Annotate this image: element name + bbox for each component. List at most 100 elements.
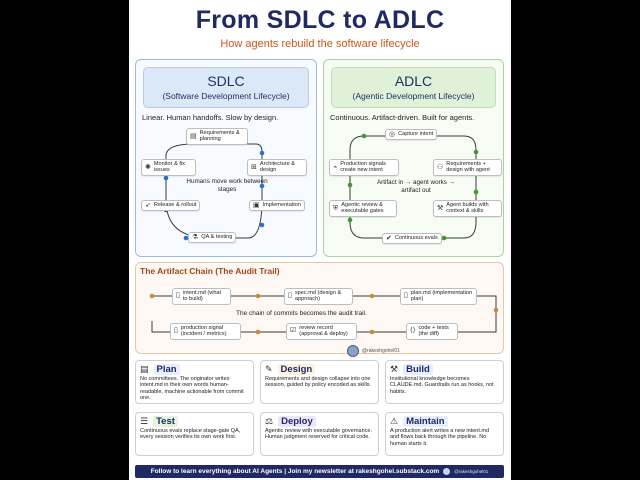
- sdlc-node-release: ➶ Release & rollout: [141, 200, 201, 211]
- check-circle-icon: ✔: [386, 235, 392, 242]
- artifact-chain-panel: The Artifact Chain (The Audit Trail) ▯ i…: [135, 262, 504, 354]
- chain-dot: [255, 293, 261, 299]
- card-text: Requirements and design collapse into on…: [265, 376, 372, 389]
- chain-node-intent: ▯ intent.md (what to build): [172, 288, 231, 305]
- chain-node-spec: ▯ spec.md (design & approach): [284, 288, 353, 305]
- maintain-icon: ⚠: [390, 415, 399, 426]
- adlc-dot: [473, 189, 479, 195]
- target-icon: ◎: [389, 131, 396, 138]
- chain-dot: [255, 329, 261, 335]
- adlc-node-signals: ⌁ Production signals create new intent: [329, 159, 400, 176]
- card-text: A production alert writes a new intent.m…: [390, 428, 490, 447]
- code-icon: ⟨⟩: [410, 327, 416, 335]
- file-icon: ▯: [288, 292, 292, 300]
- card-text: Agentic review with executable governanc…: [265, 428, 373, 441]
- sdlc-center-note: Humans move work between stages: [186, 178, 268, 193]
- chain-node-plan: ▯ plan.md (implementation plan): [400, 288, 477, 305]
- avatar: [443, 468, 451, 475]
- signal-icon: ⌁: [333, 163, 338, 171]
- card-text: Continuous evals replace stage-gate QA, …: [140, 428, 241, 441]
- adlc-title: ADLC: [394, 73, 433, 89]
- adlc-loop: [347, 133, 479, 241]
- adlc-dot: [361, 133, 367, 139]
- chain-node-code: ⟨⟩ code + tests (the diff): [406, 323, 459, 340]
- sdlc-dot: [183, 235, 189, 241]
- page-subtitle: How agents rebuild the software lifecycl…: [220, 38, 420, 50]
- sdlc-tagline: Linear. Human handoffs. Slow by design.: [142, 113, 279, 122]
- chain-dot: [369, 329, 375, 335]
- footer-banner[interactable]: Follow to learn everything about AI Agen…: [135, 465, 504, 478]
- people-icon: ⚇: [437, 163, 444, 171]
- sdlc-node-monitor: ✺ Monitor & fix issues: [141, 159, 196, 176]
- deploy-icon: ⚖: [265, 415, 274, 426]
- sdlc-dot: [259, 183, 265, 189]
- adlc-title-box: ADLC (Agentic Development Lifecycle): [331, 67, 496, 108]
- chain-dot: [493, 307, 499, 313]
- file-icon: ▯: [404, 292, 408, 300]
- adlc-panel: ADLC (Agentic Development Lifecycle) Con…: [323, 59, 504, 257]
- build-icon: ⚒: [437, 204, 444, 212]
- card-title: Design: [277, 363, 316, 375]
- adlc-node-requirements: ⚇ Requirements + design with agent: [433, 159, 503, 176]
- adlc-tagline: Continuous. Artifact-driven. Built for a…: [330, 113, 475, 122]
- diagram-icon: ⊞: [251, 163, 257, 171]
- file-icon: ▯: [176, 292, 180, 300]
- chain-path: [149, 293, 499, 335]
- shield-icon: ⛨: [333, 204, 339, 212]
- avatar: [347, 345, 359, 357]
- chain-dot: [149, 293, 155, 299]
- chain-note: The chain of commits becomes the audit t…: [236, 310, 367, 317]
- card-header: ▤Plan: [140, 363, 249, 375]
- chain-dot: [369, 293, 375, 299]
- test-tube-icon: ⚗: [192, 234, 199, 241]
- adlc-node-review: ⛨ Agentic review & executable gates: [329, 200, 398, 217]
- sdlc-title-box: SDLC (Software Development Lifecycle): [143, 67, 309, 108]
- card-header: ✎ Design: [265, 363, 374, 375]
- card-title: Test: [153, 415, 178, 427]
- sdlc-dot: [163, 175, 169, 181]
- adlc-dot: [441, 235, 447, 241]
- card-title: Deploy: [278, 415, 316, 427]
- chain-node-review: ☑ review record (approval & deploy): [286, 323, 358, 340]
- sdlc-panel: SDLC (Software Development Lifecycle) Li…: [135, 59, 317, 257]
- card-header: ☰ Test: [140, 415, 249, 427]
- adlc-dot: [473, 149, 479, 155]
- card-text: Institutional knowledge becomes CLAUDE.m…: [390, 376, 494, 395]
- adlc-full-name: (Agentic Development Lifecycle): [352, 91, 475, 101]
- adlc-dot: [347, 182, 353, 188]
- infographic-page: From SDLC to ADLC How agents rebuild the…: [129, 0, 511, 480]
- sdlc-node-implementation: ▣ Implementation: [249, 200, 305, 211]
- sdlc-title: SDLC: [207, 73, 245, 89]
- footer-text: Follow to learn everything about AI Agen…: [150, 468, 440, 475]
- build-icon: ⚒: [390, 363, 399, 374]
- card-title: Maintain: [403, 415, 448, 427]
- card-title: Plan: [153, 363, 180, 375]
- chain-title: The Artifact Chain (The Audit Trail): [140, 266, 280, 276]
- check-file-icon: ☑: [290, 327, 297, 335]
- adlc-dot: [347, 217, 353, 223]
- test-icon: ☰: [140, 415, 149, 426]
- author-handle: @rakeshgohel01: [347, 345, 400, 357]
- code-icon: ▣: [253, 202, 260, 209]
- adlc-node-evals: ✔ Continuous evals: [382, 233, 442, 244]
- file-icon: ▯: [174, 327, 178, 335]
- card-header: ⚠ Maintain: [390, 415, 499, 427]
- adlc-center-note: Artifact in → agent works → artifact out: [376, 179, 456, 194]
- card-header: ⚒Build: [390, 363, 499, 375]
- sdlc-node-architecture: ⊞ Architecture & design: [247, 159, 307, 176]
- sdlc-node-qa: ⚗ QA & testing: [188, 232, 237, 243]
- sdlc-full-name: (Software Development Lifecycle): [162, 91, 290, 101]
- adlc-node-capture: ◎ Capture intent: [385, 129, 438, 140]
- footer-handle: @rakeshgohel01: [454, 469, 489, 474]
- design-icon: ✎: [265, 363, 273, 374]
- sdlc-dot: [259, 222, 265, 228]
- clipboard-icon: ▤: [190, 132, 197, 140]
- sdlc-dot: [259, 150, 265, 156]
- page-title: From SDLC to ADLC: [195, 6, 445, 34]
